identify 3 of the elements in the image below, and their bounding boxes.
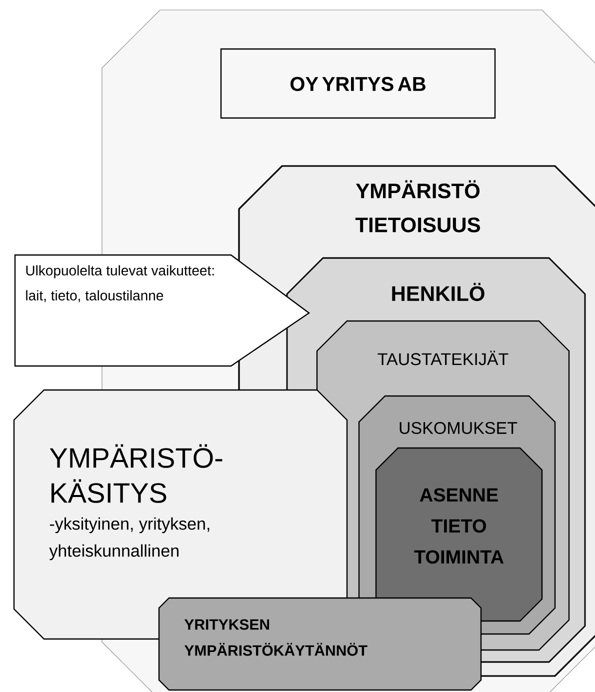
practices-box: YRITYKSEN YMPÄRISTÖKÄYTÄNNÖT (158, 597, 482, 691)
title-box: OY YRITYS AB (220, 48, 496, 119)
callout-box: Ulkopuolelta tulevat vaikutteet: lait, tieto, taloustilanne (14, 254, 310, 367)
